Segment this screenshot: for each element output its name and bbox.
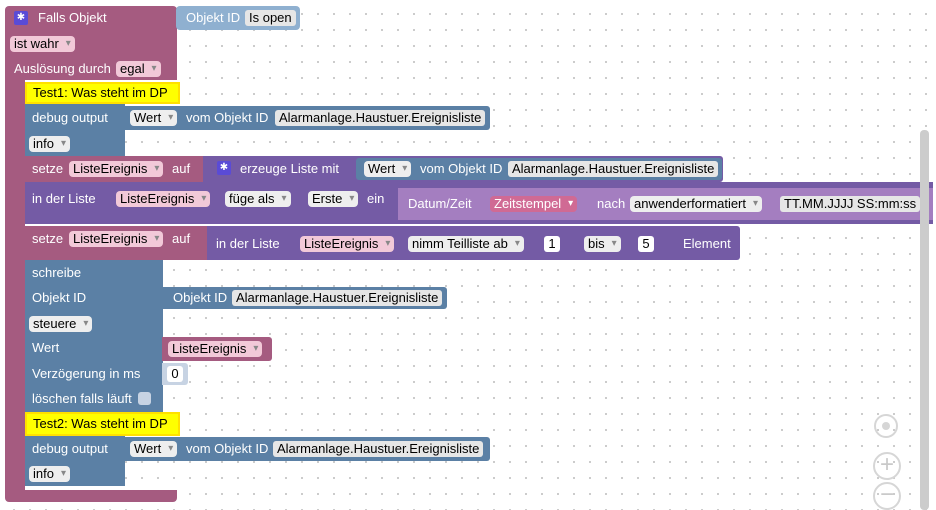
trigger-block-spine [5,80,25,494]
set-to-label-1: auf [172,161,191,176]
write-value-label: Wert [32,340,60,355]
comment-1[interactable]: Test1: Was steht im DP [25,82,180,104]
debug-level-dropdown-2[interactable]: info [29,466,70,482]
sublist-var-dropdown[interactable]: ListeEreignis [300,236,395,252]
zoom-out-icon[interactable]: − [873,482,901,510]
create-list-label: erzeuge Liste mit [240,161,339,176]
debug-value-dropdown-1[interactable]: Wert [130,110,178,126]
set-label-2: setze [32,231,64,246]
sublist-label: in der Liste [216,236,280,251]
comment-2[interactable]: Test2: Was steht im DP [25,412,180,436]
date-label: Datum/Zeit [408,196,472,211]
trigger-title: Falls Objekt [38,10,107,25]
insert-var-dropdown[interactable]: ListeEreignis [116,191,211,207]
write-object-label: Objekt ID [32,290,87,305]
gear-icon[interactable]: ✱ [217,161,231,175]
condition-dropdown[interactable]: ist wahr [10,36,75,52]
insert-in-label: ein [367,191,385,206]
debug-from-label-1: vom Objekt ID [186,110,269,125]
crosshair-icon[interactable] [874,414,898,438]
gear-icon[interactable]: ✱ [14,11,28,25]
debug-object-field-2[interactable]: Alarmanlage.Haustuer.Ereignisliste [273,441,484,457]
insert-label: in der Liste [32,191,96,206]
debug-label-2: debug output [32,441,108,456]
trigger-dropdown[interactable]: egal [116,61,161,77]
date-var-dropdown[interactable]: Zeitstempel [490,196,578,212]
set-label-1: setze [32,161,64,176]
format-mode-dropdown[interactable]: anwenderformatiert [630,196,762,212]
write-value-dropdown[interactable]: ListeEreignis [168,341,263,357]
write-delay-input[interactable]: 0 [167,366,183,382]
write-clear-checkbox[interactable] [138,392,151,405]
set-to-label-2: auf [172,231,191,246]
sublist-op-dropdown[interactable]: nimm Teilliste ab [408,236,524,252]
sublist-to-dropdown[interactable]: bis [584,236,621,252]
create-object-field[interactable]: Alarmanlage.Haustuer.Ereignisliste [508,161,719,177]
sublist-to-input[interactable]: 5 [638,236,654,252]
write-clear-label: löschen falls läuft [32,391,132,406]
set-var-dropdown-1[interactable]: ListeEreignis [69,161,164,177]
set-var-dropdown-2[interactable]: ListeEreignis [69,231,164,247]
object-id-label: Objekt ID [186,10,241,25]
debug-value-dropdown-2[interactable]: Wert [130,441,178,457]
insert-mode-dropdown[interactable]: füge als [225,191,291,207]
debug-object-field-1[interactable]: Alarmanlage.Haustuer.Ereignisliste [275,110,486,126]
write-label: schreibe [32,265,82,280]
write-object-inner-label: Objekt ID [173,290,228,305]
trigger-block-footer [5,490,177,502]
trigger-label: Auslösung durch [14,61,111,76]
sublist-from-input[interactable]: 1 [544,236,560,252]
write-object-field[interactable]: Alarmanlage.Haustuer.Ereignisliste [232,290,443,306]
insert-position-dropdown[interactable]: Erste [308,191,359,207]
write-mode-dropdown[interactable]: steuere [29,316,93,332]
debug-level-dropdown-1[interactable]: info [29,136,70,152]
zoom-in-icon[interactable]: + [873,452,901,480]
debug-label-1: debug output [32,110,108,125]
sublist-element-label: Element [683,236,731,251]
debug-from-label-2: vom Objekt ID [186,441,269,456]
date-after-label: nach [597,196,626,211]
object-id-field[interactable]: Is open [245,10,296,26]
write-block[interactable] [25,260,163,412]
write-delay-label: Verzögerung in ms [32,366,141,381]
format-field[interactable]: TT.MM.JJJJ SS:mm:ss [780,196,921,212]
vertical-scrollbar[interactable] [920,130,929,510]
create-value-dropdown[interactable]: Wert [364,161,412,177]
create-from-label: vom Objekt ID [420,161,503,176]
